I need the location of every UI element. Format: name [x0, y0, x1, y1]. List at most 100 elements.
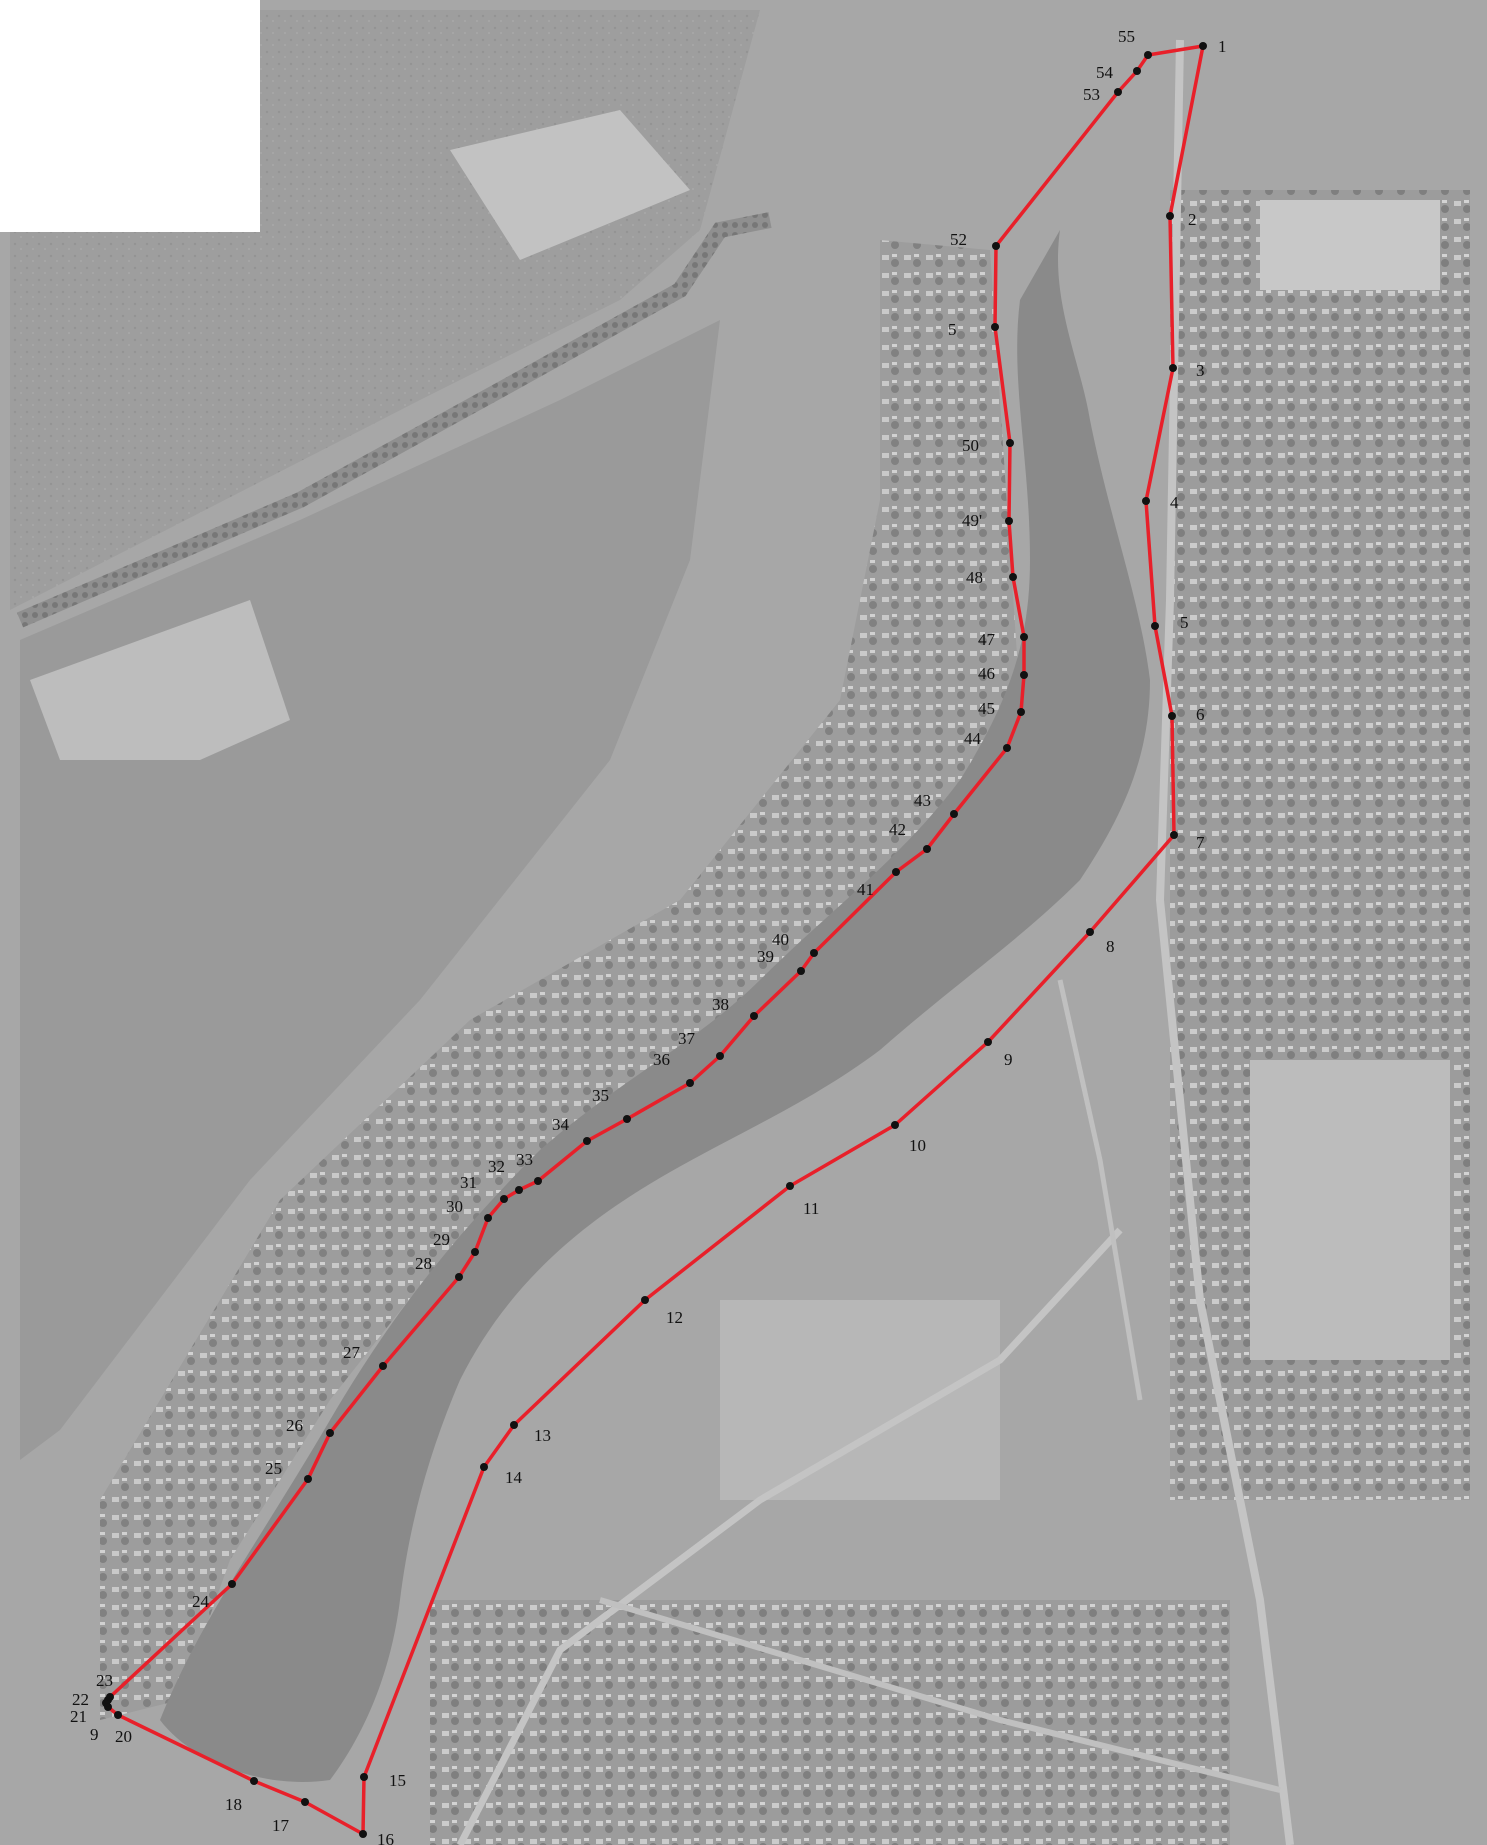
vertex-label: 5: [1180, 613, 1189, 632]
vertex-label: 49': [962, 511, 982, 530]
boundary-vertex: [360, 1773, 368, 1781]
boundary-vertex: [484, 1214, 492, 1222]
boundary-vertex: [1170, 831, 1178, 839]
vertex-label: 23: [96, 1671, 113, 1690]
boundary-vertex: [1169, 364, 1177, 372]
vertex-label: 22: [72, 1690, 89, 1709]
village-south: [430, 1600, 1230, 1845]
vertex-label: 1: [1218, 37, 1227, 56]
boundary-vertex: [891, 1121, 899, 1129]
boundary-vertex: [1144, 51, 1152, 59]
vertex-label: 33: [516, 1150, 533, 1169]
vertex-label: 5: [948, 320, 957, 339]
vertex-label: 10: [909, 1136, 926, 1155]
boundary-vertex: [984, 1038, 992, 1046]
boundary-vertex: [114, 1711, 122, 1719]
boundary-vertex: [471, 1248, 479, 1256]
vertex-label: 55: [1118, 27, 1135, 46]
vertex-label: 34: [552, 1115, 570, 1134]
vertex-label: 43: [914, 791, 931, 810]
boundary-vertex: [106, 1693, 114, 1701]
vertex-label: 8: [1106, 937, 1115, 956]
vertex-label: 20: [115, 1727, 132, 1746]
boundary-vertex: [623, 1115, 631, 1123]
boundary-vertex: [797, 967, 805, 975]
blank-corner: [0, 0, 260, 232]
boundary-vertex: [892, 868, 900, 876]
vertex-label: 14: [505, 1468, 523, 1487]
boundary-vertex: [515, 1186, 523, 1194]
vertex-label: 41: [857, 880, 874, 899]
boundary-vertex: [250, 1777, 258, 1785]
vertex-label: 37: [678, 1029, 696, 1048]
boundary-vertices: [102, 42, 1207, 1838]
boundary-vertex: [379, 1362, 387, 1370]
vertex-label: 21: [70, 1707, 87, 1726]
vertex-label: 3: [1196, 361, 1205, 380]
boundary-vertex: [1020, 633, 1028, 641]
vertex-label: 53: [1083, 85, 1100, 104]
vertex-label: 18: [225, 1795, 242, 1814]
boundary-vertex: [1199, 42, 1207, 50]
vertex-label: 13: [534, 1426, 551, 1445]
boundary-vertex: [1151, 622, 1159, 630]
field-light-west: [30, 600, 290, 760]
road-diagonal: [1057, 979, 1143, 1401]
boundary-vertex: [810, 949, 818, 957]
boundary-vertex: [359, 1830, 367, 1838]
vertex-label: 24: [192, 1592, 210, 1611]
vertex-label: 7: [1196, 833, 1205, 852]
vertex-label: 2: [1188, 210, 1197, 229]
boundary-vertex: [716, 1052, 724, 1060]
vertex-label: 39: [757, 947, 774, 966]
vertex-label: 9: [1004, 1050, 1013, 1069]
boundary-vertex: [301, 1798, 309, 1806]
boundary-vertex: [326, 1429, 334, 1437]
vertex-label: 45: [978, 699, 995, 718]
vertex-label: 31: [460, 1173, 477, 1192]
boundary-vertex: [1003, 744, 1011, 752]
vertex-label: 36: [653, 1050, 670, 1069]
boundary-vertex: [1020, 671, 1028, 679]
vertex-label: 17: [272, 1816, 290, 1835]
boundary-vertex: [1009, 573, 1017, 581]
boundary-vertex: [686, 1079, 694, 1087]
vertex-label: 46: [978, 664, 995, 683]
boundary-vertex: [455, 1273, 463, 1281]
vertex-label: 28: [415, 1254, 432, 1273]
field-east-light-2: [1250, 1060, 1450, 1360]
vertex-label: 12: [666, 1308, 683, 1327]
vertex-label: 54: [1096, 63, 1114, 82]
boundary-vertex: [923, 845, 931, 853]
vertex-label: 4: [1170, 493, 1179, 512]
vertex-label: 42: [889, 820, 906, 839]
boundary-vertex: [1166, 212, 1174, 220]
road-east: [1155, 39, 1294, 1845]
vertex-label: 32: [488, 1157, 505, 1176]
vertex-label: 30: [446, 1197, 463, 1216]
vertex-label: 29: [433, 1230, 450, 1249]
vertex-label: 25: [265, 1459, 282, 1478]
boundary-vertex: [1114, 88, 1122, 96]
vertex-label: 50: [962, 436, 979, 455]
boundary-vertex: [534, 1177, 542, 1185]
boundary-vertex: [228, 1580, 236, 1588]
vertex-label: 6: [1196, 705, 1205, 724]
boundary-vertex: [1006, 439, 1014, 447]
vertex-label: 47: [978, 630, 996, 649]
boundary-vertex: [950, 810, 958, 818]
boundary-vertex: [1142, 497, 1150, 505]
vertex-label: 9: [90, 1725, 99, 1744]
vertex-label: 11: [803, 1199, 819, 1218]
boundary-vertex: [480, 1463, 488, 1471]
boundary-vertex: [750, 1012, 758, 1020]
boundary-vertex: [510, 1421, 518, 1429]
vertex-label: 40: [772, 930, 789, 949]
road-south-2: [599, 1597, 1281, 1793]
boundary-vertex: [1005, 517, 1013, 525]
vertex-label: 16: [377, 1830, 394, 1845]
village-west-bank: [100, 240, 1020, 1720]
boundary-vertex: [1017, 708, 1025, 716]
